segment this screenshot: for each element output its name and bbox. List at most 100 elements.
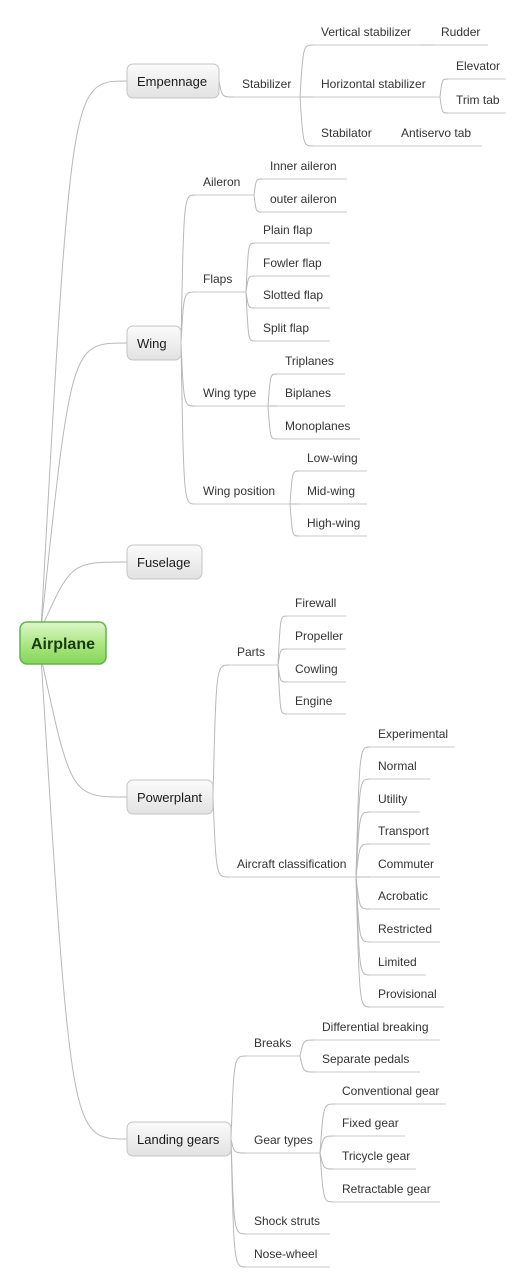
topic-biplanes: Biplanes xyxy=(285,386,331,400)
connector xyxy=(218,80,235,98)
topic-firewall: Firewall xyxy=(295,596,336,610)
topic-flaps: Flaps xyxy=(203,272,232,286)
topic-outer-aileron: outer aileron xyxy=(270,192,337,206)
connector xyxy=(253,194,263,213)
topic-normal: Normal xyxy=(378,759,417,773)
topic-limited: Limited xyxy=(378,955,417,969)
topic-parts: Parts xyxy=(237,645,265,659)
connector xyxy=(355,876,371,1008)
topic-differential-breaking: Differential breaking xyxy=(322,1020,429,1034)
branch-landing-gears-box xyxy=(126,1121,232,1157)
topic-fixed-gear: Fixed gear xyxy=(342,1116,399,1130)
topic-plain-flap: Plain flap xyxy=(263,223,313,237)
connector xyxy=(212,664,230,798)
connector xyxy=(355,843,371,878)
topic-transport: Transport xyxy=(378,824,430,838)
connector xyxy=(319,1152,335,1170)
topic-commuter: Commuter xyxy=(378,857,434,871)
connector xyxy=(319,1152,335,1203)
connector xyxy=(277,664,288,683)
topic-nose-wheel: Nose-wheel xyxy=(254,1247,317,1261)
connector xyxy=(277,648,288,666)
connector-lines xyxy=(40,44,449,1268)
connector xyxy=(245,275,256,293)
branch-landing-gears-label: Landing gears xyxy=(137,1132,220,1147)
topic-aileron: Aileron xyxy=(203,175,240,189)
topic-utility: Utility xyxy=(378,792,407,806)
topic-inner-aileron: Inner aileron xyxy=(270,159,337,173)
branch-empennage-label: Empennage xyxy=(137,74,207,89)
connector xyxy=(289,503,300,537)
topic-acrobatic: Acrobatic xyxy=(378,889,428,903)
branch-fuselage-box xyxy=(126,544,203,580)
connector xyxy=(180,291,196,344)
root-topic-label: Airplane xyxy=(31,636,95,653)
connector xyxy=(40,656,128,1140)
connector xyxy=(40,342,128,630)
topic-conventional-gear: Conventional gear xyxy=(342,1084,439,1098)
connector xyxy=(355,778,371,878)
branch-powerplant-label: Powerplant xyxy=(137,790,202,805)
connector xyxy=(439,96,449,114)
topic-tricycle-gear: Tricycle gear xyxy=(342,1149,410,1163)
connector xyxy=(212,796,230,878)
topic-nodes: Airplane Empennage Stabilizer Vertical stab… xyxy=(19,25,506,1268)
branch-wing-box xyxy=(126,325,182,361)
branch-powerplant-box xyxy=(126,779,214,815)
topic-trim-tab: Trim tab xyxy=(456,93,500,107)
branch-fuselage-label: Fuselage xyxy=(137,555,190,570)
topic-elevator: Elevator xyxy=(456,59,500,73)
topic-slotted-flap: Slotted flap xyxy=(263,288,323,302)
connector xyxy=(299,44,314,98)
topic-antiservo-tab: Antiservo tab xyxy=(401,126,471,140)
connector xyxy=(319,1103,335,1154)
connector xyxy=(253,178,263,196)
topic-stabilizer: Stabilizer xyxy=(242,77,291,91)
connector xyxy=(230,1138,247,1154)
topic-high-wing: High-wing xyxy=(307,516,360,530)
topic-separate-pedals: Separate pedals xyxy=(322,1052,409,1066)
root-topic-box xyxy=(19,621,107,665)
connector xyxy=(230,1055,247,1140)
topic-low-wing: Low-wing xyxy=(307,451,358,465)
branch-empennage-box xyxy=(126,63,220,99)
topic-split-flap: Split flap xyxy=(263,321,309,335)
connector xyxy=(299,96,314,147)
topic-wing-position: Wing position xyxy=(203,484,275,498)
connector xyxy=(180,342,196,407)
branch-wing-label: Wing xyxy=(137,336,167,351)
topic-vertical-stabilizer: Vertical stabilizer xyxy=(321,25,411,39)
connector xyxy=(245,291,256,309)
connector xyxy=(277,615,288,666)
connector xyxy=(267,405,278,440)
connector xyxy=(299,1039,315,1057)
connector xyxy=(319,1135,335,1154)
topic-monoplanes: Monoplanes xyxy=(285,419,350,433)
topic-propeller: Propeller xyxy=(295,629,343,643)
connector xyxy=(245,291,256,342)
connector xyxy=(277,664,288,715)
topic-cowling: Cowling xyxy=(295,662,338,676)
connector xyxy=(299,1055,315,1073)
connector xyxy=(245,242,256,293)
topic-experimental: Experimental xyxy=(378,727,448,741)
topic-triplanes: Triplanes xyxy=(285,354,334,368)
topic-breaks: Breaks xyxy=(254,1036,291,1050)
topic-mid-wing: Mid-wing xyxy=(307,484,355,498)
topic-provisional: Provisional xyxy=(378,987,437,1001)
topic-aircraft-classification: Aircraft classification xyxy=(237,857,346,871)
connector xyxy=(355,811,371,878)
topic-wing-type: Wing type xyxy=(203,386,257,400)
topic-retractable-gear: Retractable gear xyxy=(342,1182,431,1196)
topic-fowler-flap: Fowler flap xyxy=(263,256,322,270)
topic-restricted: Restricted xyxy=(378,922,432,936)
topic-gear-types: Gear types xyxy=(254,1133,313,1147)
topic-shock-struts: Shock struts xyxy=(254,1214,320,1228)
topic-stabilator: Stabilator xyxy=(321,126,372,140)
connector xyxy=(180,194,196,344)
connector xyxy=(180,342,196,505)
topic-engine: Engine xyxy=(295,694,333,708)
connector xyxy=(40,656,128,798)
connector xyxy=(230,1138,247,1268)
topic-rudder: Rudder xyxy=(441,25,480,39)
